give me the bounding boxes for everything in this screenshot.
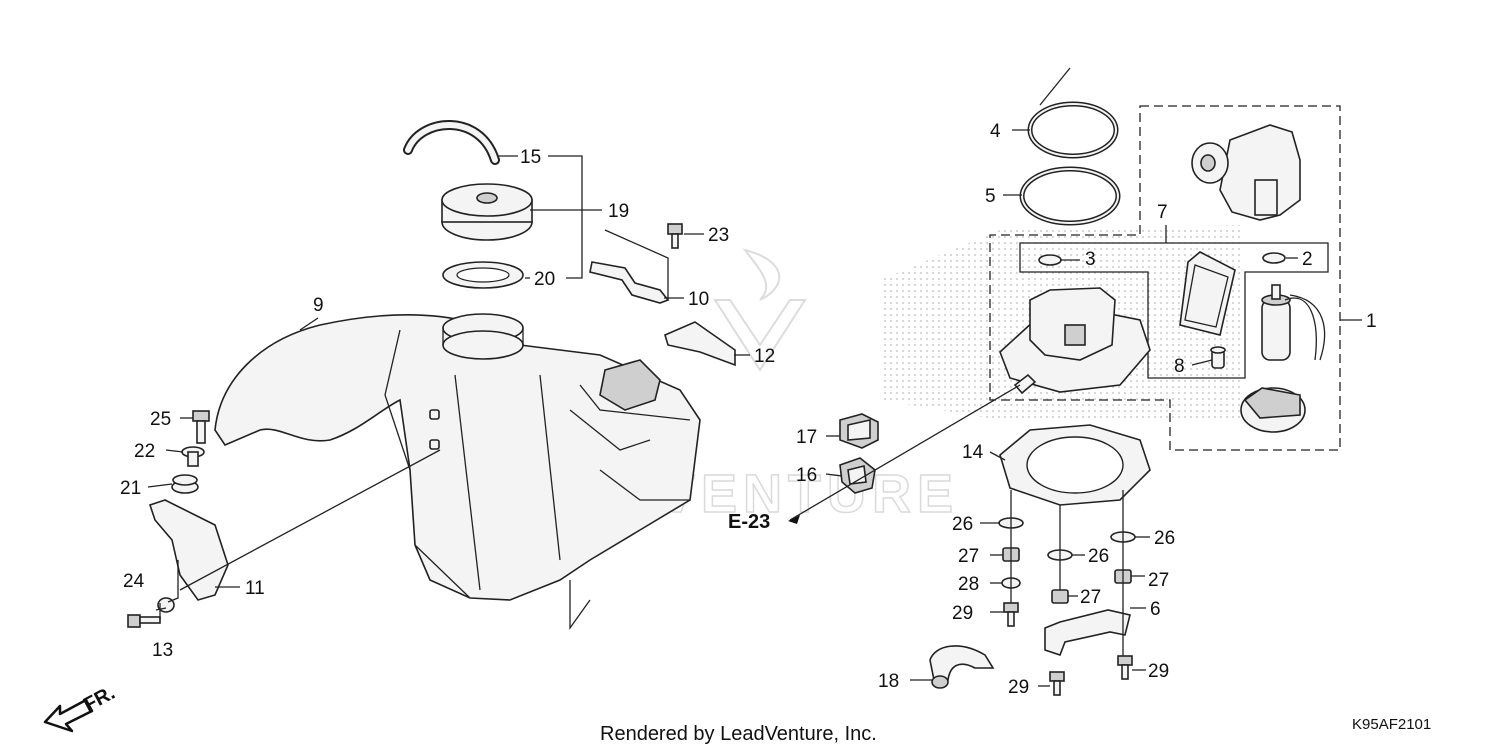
- label-part-8[interactable]: 8: [1174, 356, 1185, 377]
- label-part-29-a[interactable]: 29: [952, 603, 973, 624]
- bolt-29-c[interactable]: [1049, 671, 1065, 696]
- label-part-5[interactable]: 5: [985, 186, 996, 207]
- reference-e23[interactable]: E-23: [728, 511, 770, 533]
- joint-8[interactable]: [1210, 346, 1226, 369]
- label-part-21[interactable]: 21: [120, 478, 141, 499]
- fuel-pump-motor[interactable]: [1261, 284, 1326, 361]
- bolt-25[interactable]: [192, 410, 210, 444]
- label-part-24[interactable]: 24: [123, 571, 145, 592]
- label-part-3[interactable]: 3: [1085, 249, 1096, 270]
- label-part-27-b[interactable]: 27: [1080, 587, 1101, 608]
- pump-module[interactable]: [1191, 124, 1301, 221]
- grommet-21[interactable]: [171, 474, 199, 494]
- leader-lines: [147, 67, 1362, 687]
- cap-gasket[interactable]: [442, 261, 524, 289]
- label-part-2[interactable]: 2: [1302, 249, 1313, 270]
- label-part-26-b[interactable]: 26: [1088, 546, 1109, 567]
- label-part-16[interactable]: 16: [796, 465, 817, 486]
- label-part-23[interactable]: 23: [708, 225, 729, 246]
- label-part-14[interactable]: 14: [962, 442, 984, 463]
- label-part-10[interactable]: 10: [688, 289, 709, 310]
- label-part-13[interactable]: 13: [152, 640, 173, 661]
- bolt-29-a[interactable]: [1003, 602, 1019, 627]
- label-part-28[interactable]: 28: [958, 574, 979, 595]
- label-part-17[interactable]: 17: [796, 427, 817, 448]
- label-part-18[interactable]: 18: [878, 671, 899, 692]
- label-part-27-c[interactable]: 27: [1148, 570, 1169, 591]
- footer-credit: Rendered by LeadVenture, Inc.: [600, 723, 877, 745]
- fuel-tank[interactable]: [214, 313, 701, 601]
- label-part-29-b[interactable]: 29: [1148, 661, 1169, 682]
- pump-lower-cap[interactable]: [1240, 387, 1306, 433]
- stay-bracket[interactable]: [589, 261, 670, 304]
- label-part-29-c[interactable]: 29: [1008, 677, 1029, 698]
- fuel-filter[interactable]: [1179, 251, 1236, 336]
- label-part-26-a[interactable]: 26: [952, 514, 973, 535]
- label-part-19[interactable]: 19: [608, 201, 629, 222]
- label-part-26-c[interactable]: 26: [1154, 528, 1175, 549]
- label-part-25[interactable]: 25: [150, 409, 171, 430]
- assembly-7-solid-box: [1019, 242, 1329, 379]
- washer-2[interactable]: [1262, 252, 1286, 264]
- retainer-16[interactable]: [839, 457, 876, 494]
- diagram-code: K95AF2101: [1352, 716, 1431, 733]
- label-part-15[interactable]: 15: [520, 147, 541, 168]
- label-part-4[interactable]: 4: [990, 121, 1001, 142]
- label-part-9[interactable]: 9: [313, 295, 324, 316]
- nut-27-b[interactable]: [1051, 589, 1069, 604]
- label-part-1[interactable]: 1: [1366, 311, 1377, 332]
- collar-22[interactable]: [181, 446, 205, 467]
- stay-6[interactable]: [1044, 609, 1131, 657]
- pump-flange[interactable]: [999, 287, 1151, 395]
- fuel-cap[interactable]: [441, 183, 533, 241]
- reference-arrow-icon: [788, 515, 800, 524]
- cover-12[interactable]: [664, 321, 736, 367]
- label-part-12[interactable]: 12: [754, 346, 775, 367]
- breather-tube-inner: [405, 122, 498, 163]
- hose-clip-18[interactable]: [929, 645, 995, 689]
- label-part-6[interactable]: 6: [1150, 599, 1161, 620]
- label-part-7[interactable]: 7: [1157, 202, 1168, 223]
- label-part-27-a[interactable]: 27: [958, 546, 979, 567]
- retainer-17[interactable]: [839, 413, 879, 449]
- label-part-20[interactable]: 20: [534, 269, 555, 290]
- bolt-24[interactable]: [127, 614, 161, 628]
- bolt-23[interactable]: [667, 223, 683, 249]
- label-part-11[interactable]: 11: [245, 578, 265, 599]
- washer-3[interactable]: [1038, 254, 1062, 266]
- label-part-22[interactable]: 22: [134, 441, 155, 462]
- front-direction-arrow-icon: [43, 698, 94, 733]
- pump-gasket[interactable]: [999, 424, 1151, 506]
- assembly-7-dashed-box: [989, 105, 1341, 451]
- bolt-29-b[interactable]: [1117, 655, 1133, 680]
